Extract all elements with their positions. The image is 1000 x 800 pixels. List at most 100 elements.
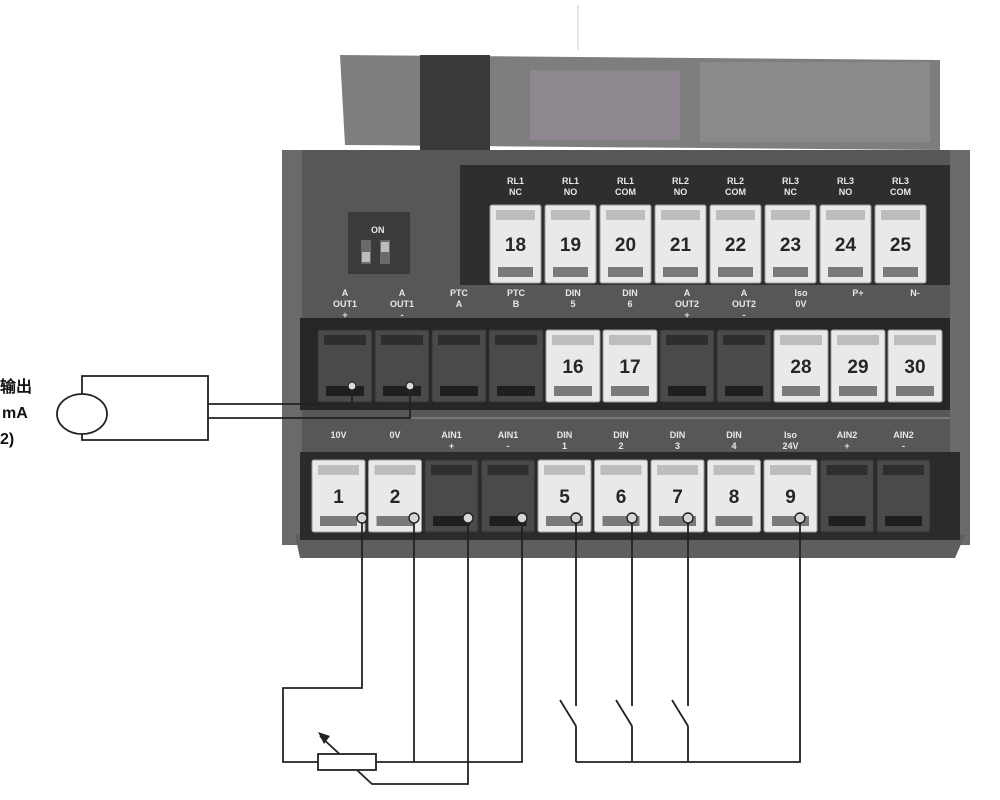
terminal-label: OUT1 bbox=[390, 299, 414, 309]
terminal-label: - bbox=[902, 441, 905, 451]
screw-point bbox=[356, 512, 368, 524]
terminal-number: 17 bbox=[619, 357, 640, 378]
terminal-label: A bbox=[342, 288, 349, 298]
relay-terminal-row: RL1NC18RL1NO19RL1COM20RL2NO21RL2COM22RL3… bbox=[489, 176, 927, 284]
note-line-2: mA bbox=[2, 405, 28, 422]
terminal-label: A bbox=[741, 288, 748, 298]
note-line-1: 输出 bbox=[0, 377, 32, 396]
terminal-label: NO bbox=[564, 187, 578, 197]
terminal-30[interactable]: N- 30 bbox=[887, 288, 943, 403]
terminal-number: 9 bbox=[785, 487, 796, 508]
terminal-number: 25 bbox=[890, 235, 912, 256]
terminal-number: 20 bbox=[615, 235, 636, 256]
terminal-label: + bbox=[684, 310, 689, 320]
middle-terminal-row: AOUT1+AOUT1-PTCAPTCBDIN516DIN617AOUT2+AO… bbox=[317, 288, 943, 403]
terminal-label: AIN1 bbox=[498, 430, 519, 440]
terminal-number: 10 bbox=[836, 487, 857, 508]
terminal-1[interactable]: 10V 1 bbox=[311, 430, 366, 533]
terminal-label: NC bbox=[784, 187, 797, 197]
terminal-label: 6 bbox=[627, 299, 632, 309]
terminal-number: 22 bbox=[725, 235, 746, 256]
terminal-number: 5 bbox=[559, 487, 570, 508]
terminal-2[interactable]: 0V2 bbox=[368, 430, 422, 533]
terminal-label: + bbox=[342, 310, 347, 320]
terminal-label: DIN bbox=[557, 430, 573, 440]
potentiometer-symbol bbox=[317, 753, 377, 771]
screw-point bbox=[462, 512, 474, 524]
terminal-label: 2 bbox=[618, 441, 623, 451]
terminal-number: 16 bbox=[562, 357, 583, 378]
terminal-label: PTC bbox=[507, 288, 526, 298]
terminal-label: - bbox=[507, 441, 510, 451]
terminal-label: OUT2 bbox=[675, 299, 699, 309]
terminal-label: 0V bbox=[795, 299, 806, 309]
terminal-label: DIN bbox=[613, 430, 629, 440]
terminal-label: RL1 bbox=[507, 176, 524, 186]
terminal-label: DIN bbox=[622, 288, 638, 298]
terminal-label: 4 bbox=[731, 441, 736, 451]
terminal-number: 30 bbox=[904, 357, 925, 378]
terminal-number: 1 bbox=[333, 487, 344, 508]
terminal-number: 23 bbox=[780, 235, 801, 256]
terminal-label: AIN1 bbox=[441, 430, 462, 440]
terminal-label: 0V bbox=[389, 430, 400, 440]
terminal-label: - bbox=[401, 310, 404, 320]
note-line-3: 2) bbox=[0, 431, 14, 448]
terminal-label: AIN2 bbox=[837, 430, 858, 440]
terminal-10[interactable]: AIN2+10 bbox=[820, 430, 874, 533]
terminal-number: 8 bbox=[729, 487, 740, 508]
terminal-number: 7 bbox=[672, 487, 683, 508]
analog-output-note: 输出 mA 2) bbox=[0, 377, 32, 448]
terminal-label: 3 bbox=[675, 441, 680, 451]
terminal-label: AIN2 bbox=[893, 430, 914, 440]
terminal-label: 5 bbox=[570, 299, 575, 309]
terminal-label: RL3 bbox=[782, 176, 799, 186]
terminal-label: COM bbox=[615, 187, 636, 197]
terminal-number: 11 bbox=[893, 487, 914, 508]
terminal-label: DIN bbox=[726, 430, 742, 440]
terminal-label: DIN bbox=[565, 288, 581, 298]
terminal-label: DIN bbox=[670, 430, 686, 440]
dip-switch[interactable]: ON bbox=[348, 212, 410, 274]
terminal-label: PTC bbox=[450, 288, 469, 298]
terminal-label: 10V bbox=[330, 430, 346, 440]
terminal-number: 24 bbox=[835, 235, 857, 256]
terminal-number: 18 bbox=[505, 235, 526, 256]
terminal-label: RL3 bbox=[837, 176, 854, 186]
terminal-label: NO bbox=[839, 187, 853, 197]
terminal-label: RL2 bbox=[727, 176, 744, 186]
terminal-label: N- bbox=[910, 288, 920, 298]
terminal-label: OUT2 bbox=[732, 299, 756, 309]
terminal-11[interactable]: AIN2- 11 bbox=[876, 430, 931, 533]
terminal-label: NC bbox=[509, 187, 522, 197]
terminal-label: Iso bbox=[794, 288, 808, 298]
terminal-29[interactable]: P+29 bbox=[830, 288, 886, 403]
terminal-number: 19 bbox=[560, 235, 581, 256]
terminal-label: COM bbox=[890, 187, 911, 197]
screw-point bbox=[626, 512, 638, 524]
terminal-label: B bbox=[513, 299, 520, 309]
screw-point bbox=[570, 512, 582, 524]
screw-point bbox=[408, 512, 420, 524]
terminal-label: A bbox=[399, 288, 406, 298]
terminal-label: A bbox=[684, 288, 691, 298]
